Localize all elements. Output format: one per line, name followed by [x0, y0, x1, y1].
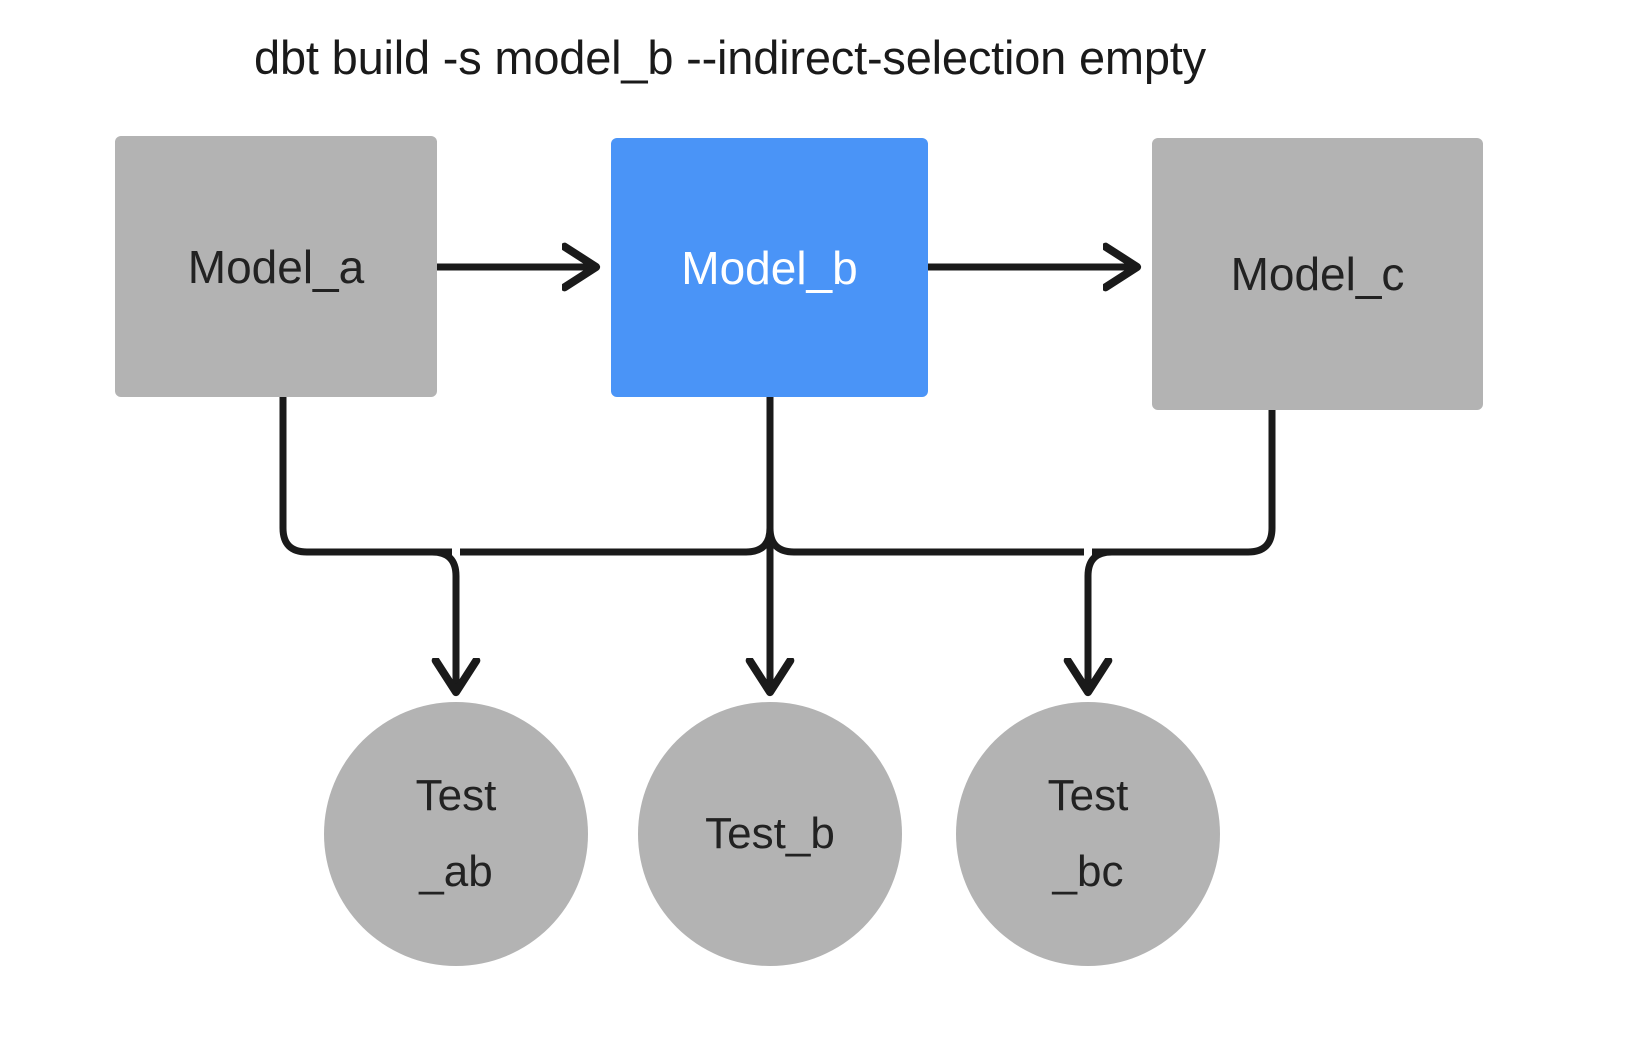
node-test-b-label-line-1: Test_b [705, 809, 835, 859]
node-test-bc-label-line-2: _bc [1052, 847, 1124, 896]
node-model-c-label: Model_c [1230, 248, 1405, 300]
node-model-c[interactable]: Model_c [1152, 138, 1483, 410]
node-model-b[interactable]: Model_b [611, 138, 928, 397]
node-test-b[interactable]: Test_b [638, 702, 902, 966]
node-model-a[interactable]: Model_a [115, 136, 437, 397]
diagram-title: dbt build -s model_b --indirect-selectio… [254, 31, 1206, 84]
node-model-b-label: Model_b [681, 241, 858, 294]
node-test-ab-label-line-1: Test [415, 771, 497, 821]
edge-model-b-bus-left [460, 527, 774, 556]
edge-model-b-bus-right [766, 527, 1084, 556]
edge-bus-to-test-ab [432, 548, 456, 690]
node-test-bc-label-line-1: Test [1047, 771, 1129, 821]
edge-model-a-bus [279, 397, 452, 556]
edge-bus-to-test-bc [1088, 548, 1112, 690]
node-test-bc[interactable]: Test _bc [956, 702, 1220, 966]
node-model-a-label: Model_a [187, 240, 365, 293]
edge-model-c-bus [1092, 410, 1276, 556]
node-test-ab[interactable]: Test _ab [324, 702, 588, 966]
node-test-ab-label-line-2: _ab [419, 847, 493, 896]
